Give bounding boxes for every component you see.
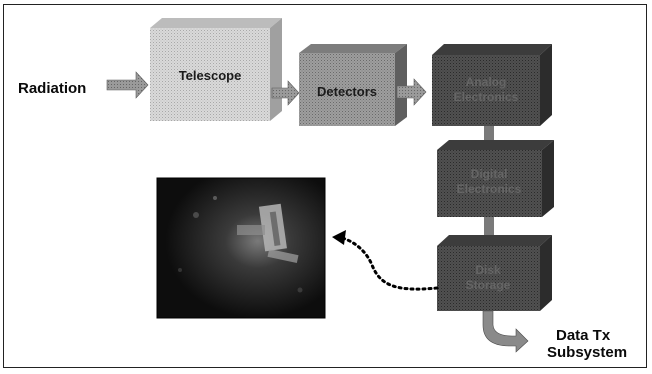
radiation-label: Radiation [18, 80, 86, 97]
connector-analog-to-digital [484, 126, 494, 141]
digital-electronics-block: Digital Electronics [437, 140, 554, 217]
detectors-block: Detectors [299, 44, 407, 126]
detectors-label: Detectors [317, 84, 377, 99]
disk-label-line2: Storage [466, 278, 511, 292]
analog-label-line2: Electronics [454, 90, 519, 104]
connector-digital-to-disk [484, 217, 494, 236]
arrow-disk-to-data-tx [483, 311, 528, 352]
telescope-block: Telescope [150, 18, 282, 121]
disk-label-line1: Disk [475, 263, 501, 277]
dotted-arrow-head [332, 230, 346, 245]
digital-label-line2: Electronics [457, 182, 522, 196]
disk-storage-block: Disk Storage [437, 235, 552, 311]
hardware-photo [157, 178, 325, 318]
arrow-radiation-to-telescope [107, 72, 148, 98]
analog-label-line1: Analog [466, 75, 507, 89]
telescope-label: Telescope [179, 68, 242, 83]
dotted-arrow-to-photo [342, 238, 437, 289]
digital-label-line1: Digital [471, 167, 508, 181]
data-tx-label-line2: Subsystem [547, 344, 627, 361]
data-tx-label-line1: Data Tx [556, 327, 611, 344]
analog-electronics-block: Analog Electronics [432, 44, 552, 126]
